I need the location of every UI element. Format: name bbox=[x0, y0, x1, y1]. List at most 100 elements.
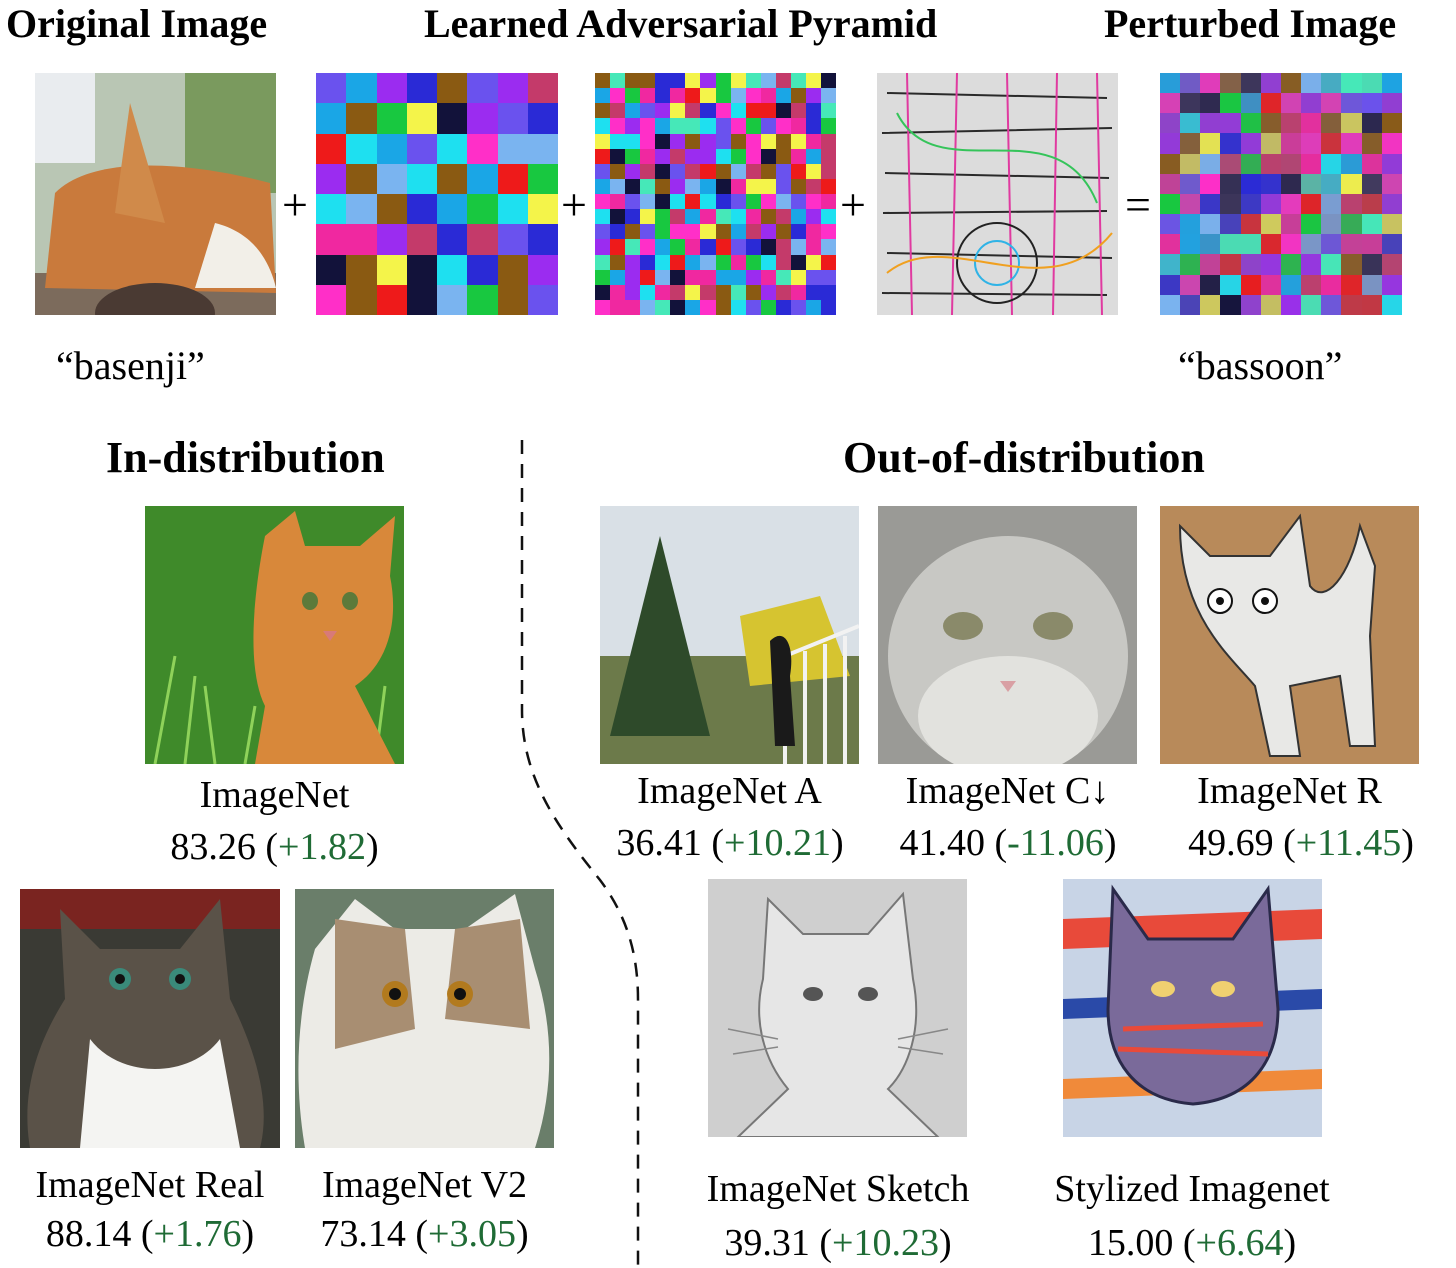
noise-cell bbox=[1361, 274, 1382, 295]
noise-cell bbox=[745, 209, 761, 225]
noise-cell bbox=[1260, 73, 1281, 94]
noise-cell bbox=[1341, 173, 1362, 194]
noise-cell bbox=[1160, 274, 1181, 295]
noise-cell bbox=[346, 284, 377, 315]
noise-cell bbox=[655, 194, 671, 210]
noise-cell bbox=[700, 88, 716, 104]
noise-cell bbox=[376, 194, 407, 225]
noise-cell bbox=[595, 118, 611, 134]
imagenet-a-image bbox=[600, 506, 859, 764]
noise-cell bbox=[670, 148, 686, 164]
pyramid-level-1-image bbox=[316, 73, 558, 315]
noise-cell bbox=[775, 103, 791, 119]
stylized-imagenet-score: 15.00 bbox=[1087, 1222, 1174, 1264]
noise-cell bbox=[1361, 294, 1382, 315]
noise-cell bbox=[760, 163, 776, 179]
noise-cell bbox=[1280, 193, 1302, 215]
noise-cell bbox=[1220, 274, 1241, 295]
noise-cell bbox=[1361, 153, 1382, 174]
noise-cell bbox=[745, 269, 761, 285]
noise-cell bbox=[497, 284, 528, 315]
noise-cell bbox=[790, 163, 806, 179]
pyramid-level-2-image bbox=[595, 73, 836, 315]
noise-cell bbox=[595, 299, 611, 315]
noise-cell bbox=[805, 118, 821, 134]
stylized-imagenet-image bbox=[1063, 879, 1322, 1137]
noise-cell bbox=[527, 133, 558, 164]
plus-operator-3: + bbox=[840, 179, 866, 230]
noise-cell bbox=[745, 88, 761, 104]
noise-cell bbox=[1301, 73, 1322, 94]
noise-cell bbox=[775, 163, 791, 179]
noise-cell bbox=[1341, 153, 1362, 174]
noise-cell bbox=[595, 239, 611, 255]
noise-cell bbox=[610, 148, 626, 164]
noise-cell bbox=[1321, 113, 1342, 134]
noise-cell bbox=[1160, 93, 1181, 114]
noise-cell bbox=[820, 73, 836, 89]
noise-cell bbox=[760, 254, 776, 270]
imagenet-real-delta: +1.76 bbox=[153, 1213, 242, 1255]
noise-cell bbox=[820, 88, 836, 104]
noise-cell bbox=[775, 239, 791, 255]
noise-cell bbox=[745, 118, 761, 134]
noise-cell bbox=[437, 194, 468, 225]
noise-cell bbox=[685, 163, 701, 179]
imagenet-c-score: 41.40 bbox=[899, 822, 985, 864]
noise-cell bbox=[730, 194, 746, 210]
imagenet-c-score-line: 41.40 (-11.06) bbox=[899, 822, 1117, 864]
noise-cell bbox=[670, 269, 686, 285]
noise-cell bbox=[595, 194, 611, 210]
noise-cell bbox=[640, 194, 656, 210]
noise-cell bbox=[1260, 193, 1281, 215]
noise-cell bbox=[790, 299, 806, 315]
imagenet-r-score-line: 49.69 (+11.45) bbox=[1188, 822, 1414, 864]
noise-cell bbox=[406, 254, 437, 285]
imagenet-real-cat-image bbox=[20, 889, 280, 1148]
noise-cell bbox=[1200, 73, 1221, 94]
noise-cell bbox=[1180, 133, 1201, 154]
noise-cell bbox=[775, 148, 791, 164]
noise-cell bbox=[1341, 234, 1362, 255]
noise-cell bbox=[625, 88, 641, 104]
noise-cell bbox=[790, 254, 806, 270]
noise-cell bbox=[655, 73, 671, 89]
noise-cell bbox=[685, 284, 701, 300]
noise-cell bbox=[625, 284, 641, 300]
noise-cell bbox=[1301, 254, 1322, 275]
noise-cell bbox=[670, 284, 686, 300]
noise-cell bbox=[625, 163, 641, 179]
noise-cell bbox=[1260, 113, 1281, 134]
noise-cell bbox=[700, 118, 716, 134]
noise-cell bbox=[1260, 254, 1281, 275]
noise-cell bbox=[1321, 294, 1342, 315]
imagenet-c-delta: -11.06 bbox=[1007, 822, 1104, 864]
noise-cell bbox=[745, 103, 761, 119]
noise-cell bbox=[715, 118, 731, 134]
noise-cell bbox=[640, 224, 656, 240]
noise-cell bbox=[1220, 294, 1241, 315]
noise-cell bbox=[745, 178, 761, 194]
noise-cell bbox=[1321, 173, 1342, 194]
noise-cell bbox=[497, 194, 528, 225]
imagenet-sketch-name: ImageNet Sketch bbox=[706, 1168, 970, 1210]
perturbed-label: “bassoon” bbox=[1178, 343, 1343, 388]
noise-cell bbox=[467, 254, 498, 285]
noise-cell bbox=[1260, 93, 1281, 114]
noise-cell bbox=[625, 254, 641, 270]
noise-cell bbox=[685, 73, 701, 89]
noise-cell bbox=[1200, 153, 1221, 174]
noise-cell bbox=[1240, 294, 1261, 315]
noise-cell bbox=[775, 178, 791, 194]
imagenet-r-score: 49.69 bbox=[1188, 822, 1274, 864]
noise-cell bbox=[376, 284, 407, 315]
noise-cell bbox=[790, 178, 806, 194]
noise-cell bbox=[820, 133, 836, 149]
noise-cell bbox=[655, 239, 671, 255]
noise-cell bbox=[406, 133, 437, 164]
noise-cell bbox=[1341, 93, 1362, 114]
noise-cell bbox=[640, 269, 656, 285]
imagenet-a-name: ImageNet A bbox=[637, 770, 822, 812]
noise-cell bbox=[685, 194, 701, 210]
section-divider bbox=[520, 440, 640, 1268]
